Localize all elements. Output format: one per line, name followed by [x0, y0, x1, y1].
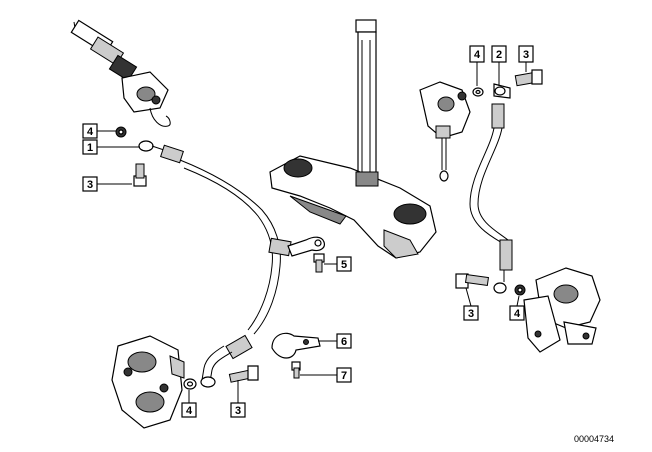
svg-text:3: 3: [87, 179, 93, 191]
brake-caliper-right: [523, 267, 601, 353]
banjo-bolt-washer-bottom: [183, 365, 259, 390]
callout-4-upper-right: 4: [469, 45, 485, 63]
svg-text:3: 3: [235, 405, 241, 417]
banjo-bolt-upper-left: [133, 163, 147, 187]
svg-text:4: 4: [514, 308, 521, 320]
callout-6: 6: [336, 333, 352, 349]
svg-text:7: 7: [341, 370, 347, 382]
callout-4-lower-right: 4: [509, 305, 525, 321]
callout-4-upper-left: 4: [82, 123, 98, 139]
brake-distributor-right: [419, 81, 471, 182]
svg-text:3: 3: [523, 49, 529, 61]
callout-4-bottom: 4: [181, 402, 197, 418]
handlebar-master-cylinder: [70, 19, 171, 127]
leader-lines: [97, 62, 527, 403]
svg-text:4: 4: [474, 49, 481, 61]
svg-text:5: 5: [341, 259, 347, 271]
callout-3-upper-left: 3: [82, 176, 98, 192]
callout-7: 7: [336, 367, 352, 383]
right-upper-fittings: [472, 69, 543, 99]
callout-3-bottom: 3: [230, 402, 246, 418]
brake-caliper-left: [111, 335, 185, 429]
clamp-bolt: [291, 361, 301, 379]
callout-5: 5: [336, 256, 352, 272]
diagram-reference-number: 00004734: [574, 434, 614, 444]
svg-text:1: 1: [87, 142, 93, 154]
svg-text:6: 6: [341, 336, 347, 348]
svg-text:2: 2: [496, 49, 502, 61]
washer-upper-left: [115, 126, 127, 138]
svg-text:4: 4: [87, 126, 94, 138]
hose-clamp: [271, 332, 321, 359]
triple-clamp-stem: [269, 19, 437, 259]
callout-2: 2: [491, 45, 507, 63]
brake-hose-right: [469, 103, 513, 294]
brake-hose-left: [138, 140, 325, 388]
svg-text:4: 4: [186, 405, 193, 417]
right-lower-fittings: [455, 273, 526, 296]
callout-3-upper-right: 3: [518, 45, 534, 63]
callout-3-lower-right: 3: [463, 305, 479, 321]
bolt-5: [313, 253, 325, 273]
callout-1: 1: [82, 139, 98, 155]
svg-text:3: 3: [468, 308, 474, 320]
